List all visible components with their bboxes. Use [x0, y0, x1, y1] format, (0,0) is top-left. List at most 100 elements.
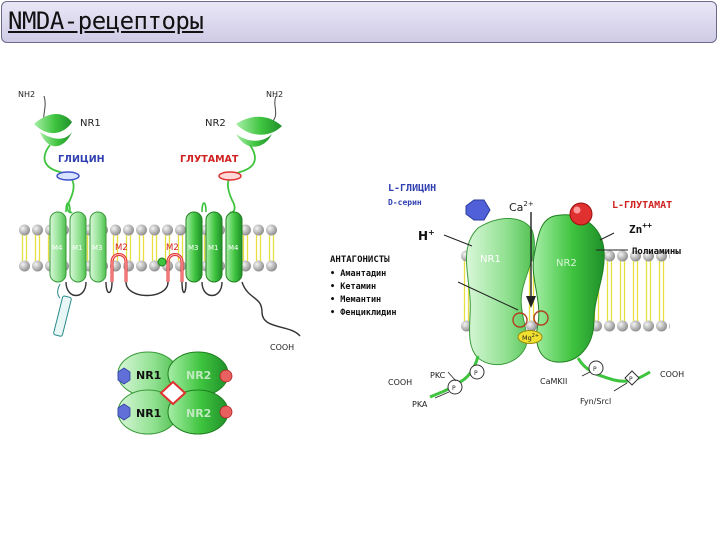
loop-nr2-a — [201, 281, 223, 297]
tetramer-label-1: NR2 — [186, 369, 211, 382]
nr2-tail — [576, 357, 651, 383]
antagonist-0: • Амантадин — [330, 269, 386, 279]
pore-site-left — [512, 312, 528, 328]
svg-text:Ca2+: Ca2+ — [509, 200, 534, 214]
helix-m1-nr1 — [69, 211, 87, 283]
polyamines-label: Полиамины — [632, 247, 681, 257]
antagonist-1: • Кетамин — [330, 282, 376, 292]
nr2-label: NR2 — [205, 118, 226, 129]
nr1-label: NR1 — [80, 118, 101, 129]
nr1-ligand-domain-bottom — [40, 132, 72, 147]
antagonists-title: АНТАГОНИСТЫ — [330, 255, 390, 265]
mg-sup: 2+ — [532, 333, 539, 339]
m-label-nr2-1: M1 — [208, 244, 219, 252]
glycine-ligand — [465, 199, 491, 221]
channel-nr1-label: NR1 — [480, 254, 501, 265]
pka-label: PKA — [412, 400, 428, 409]
glutamate-ligand — [569, 202, 593, 226]
nh2-left-label: NH2 — [18, 90, 35, 99]
title-bar: NMDA-рецепторы — [1, 1, 717, 43]
m2-right-label: M2 — [166, 243, 179, 253]
tetramer-label-3: NR2 — [186, 407, 211, 420]
right-labels: L-ГЛИЦИН D-серин Ca2+ L-ГЛУТАМАТ Zn++ H+… — [330, 183, 681, 318]
p-fyn — [624, 370, 640, 386]
m2-left-label: M2 — [115, 243, 128, 253]
m-label-nr2-2: M4 — [228, 244, 239, 252]
tetramer-diagram — [117, 351, 233, 435]
loop-nr1-a — [65, 281, 87, 297]
mg-label: Mg — [522, 334, 532, 342]
fyn-label: Fyn/Srcl — [580, 397, 611, 406]
pore-site-right — [533, 310, 549, 326]
d-serine-label: D-серин — [388, 198, 422, 207]
nr1-linker — [43, 144, 75, 214]
zn-pointer — [599, 232, 615, 241]
l-glutamate-label: L-ГЛУТАМАТ — [612, 200, 672, 211]
helix-m1-nr2 — [205, 211, 223, 283]
tetramer-glycine-top — [117, 367, 131, 385]
loop-center — [125, 281, 169, 297]
zn-sup: ++ — [642, 221, 652, 230]
antagonist-pointer — [457, 281, 519, 311]
tetramer-glycine-bottom — [117, 403, 131, 421]
svg-text:Zn++: Zn++ — [629, 221, 652, 236]
zn-label: Zn — [629, 223, 642, 236]
h-pointer — [443, 234, 473, 247]
nr2-n-terminus — [271, 95, 277, 123]
m-label-nr2-0: M3 — [188, 244, 199, 252]
cooh-left-label: COOH — [388, 378, 412, 387]
cooh-right-label: COOH — [660, 370, 684, 379]
h-sup: + — [428, 228, 435, 237]
glycine-site — [56, 171, 80, 181]
channel-nr1 — [466, 217, 535, 366]
svg-text:H+: H+ — [418, 228, 435, 243]
topology-diagram — [18, 95, 301, 337]
left-labels: NH2 NH2 NR1 NR2 ГЛИЦИН ГЛУТАМАТ M4 M1 M3… — [18, 90, 294, 352]
channel-nr2-label: NR2 — [556, 258, 577, 269]
pkc-label: PKC — [430, 371, 446, 380]
nr2-helices — [185, 211, 243, 283]
helix-m3-nr1 — [89, 211, 107, 283]
p-pkc-2-label: P — [474, 370, 478, 377]
m-label-nr1-2: M3 — [92, 244, 103, 252]
svg-text:Mg2+: Mg2+ — [522, 333, 539, 342]
helix-m4-nr1 — [49, 211, 67, 283]
l-glycine-label: L-ГЛИЦИН — [388, 183, 436, 194]
mg-ion — [517, 330, 543, 344]
nh2-right-label: NH2 — [266, 90, 283, 99]
page-title: NMDA-рецепторы — [8, 7, 204, 35]
tetramer-pore — [159, 380, 187, 406]
glutamate-site — [218, 171, 242, 181]
tetramer-label-2: NR1 — [136, 407, 161, 420]
nr1-helices — [49, 211, 107, 283]
mg-binding-site — [157, 257, 167, 267]
m-label-nr1-1: M1 — [72, 244, 83, 252]
tetramer-glutamate-bottom — [219, 405, 233, 419]
channel-labels: NR1 NR2 Mg2+ PKC COOH PKA P P CaMKII P P… — [388, 254, 684, 409]
camkii-label: CaMKII — [540, 377, 567, 386]
helix-m3-nr2 — [185, 211, 203, 283]
h-label: H — [418, 229, 428, 243]
tetramer-label-0: NR1 — [136, 369, 161, 382]
nr2-c-terminus — [241, 281, 301, 337]
antagonist-2: • Мемантин — [330, 295, 381, 305]
channel-diagram — [429, 199, 670, 399]
ca-sup: 2+ — [523, 200, 533, 208]
p-fyn-label: P — [629, 376, 633, 383]
p-pkc-label: P — [452, 385, 456, 392]
nr1-ligand-domain-top — [34, 114, 72, 134]
p-camkii — [588, 360, 604, 376]
tetramer-glutamate-top — [219, 369, 233, 383]
m-label-nr1-0: M4 — [52, 244, 63, 252]
glutamate-label: ГЛУТАМАТ — [180, 154, 239, 165]
nr2-linker — [226, 144, 256, 214]
antagonist-3: • Фенциклидин — [330, 308, 397, 318]
cooh-label: COOH — [270, 343, 294, 352]
p-pkc-2 — [469, 364, 485, 380]
channel-nr2 — [532, 214, 605, 363]
tetramer-labels: NR1 NR2 NR1 NR2 — [136, 369, 211, 420]
nr2-ligand-domain-top — [236, 116, 282, 135]
nr2-ligand-domain-bottom — [236, 134, 272, 147]
helix-m4-nr2 — [225, 211, 243, 283]
